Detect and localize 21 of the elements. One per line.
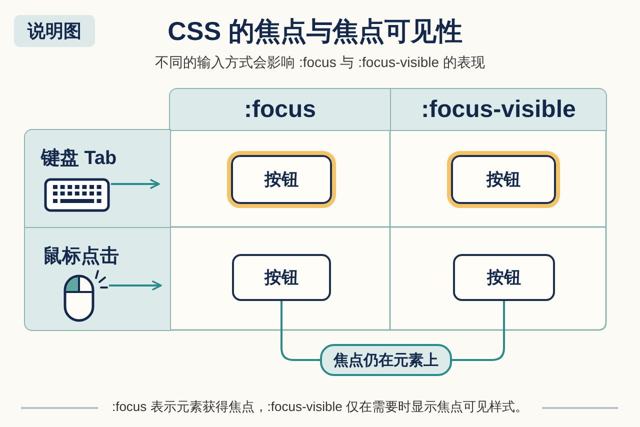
- connector-line: [452, 301, 505, 361]
- row-header: [24, 227, 171, 331]
- keyboard-icon: [44, 178, 110, 212]
- column-header: :focus-visible: [390, 88, 607, 131]
- sample-button: 按钮: [232, 254, 331, 301]
- caption: :focus 表示元素获得焦点，:focus-visible 仅在需要时显示焦点可见样式。: [112, 398, 528, 416]
- arrow: [109, 280, 162, 290]
- connector-line: [280, 301, 320, 361]
- mouse-icon: [63, 269, 108, 322]
- column-header: :focus: [169, 88, 391, 131]
- title: CSS 的焦点与焦点可见性: [168, 15, 462, 47]
- row-label: 鼠标点击: [43, 246, 119, 268]
- row-header: [24, 129, 171, 228]
- note-pill: 焦点仍在元素上: [320, 344, 452, 376]
- subtitle: 不同的输入方式会影响 :focus 与 :focus-visible 的表现: [155, 53, 485, 71]
- diagram-tag: 说明图: [14, 15, 95, 47]
- arrow: [111, 179, 160, 189]
- focus-ring-button: 按钮: [227, 151, 336, 208]
- row-label: 键盘 Tab: [41, 148, 117, 170]
- sample-button: 按钮: [453, 254, 555, 301]
- focus-ring-button: 按钮: [447, 151, 560, 208]
